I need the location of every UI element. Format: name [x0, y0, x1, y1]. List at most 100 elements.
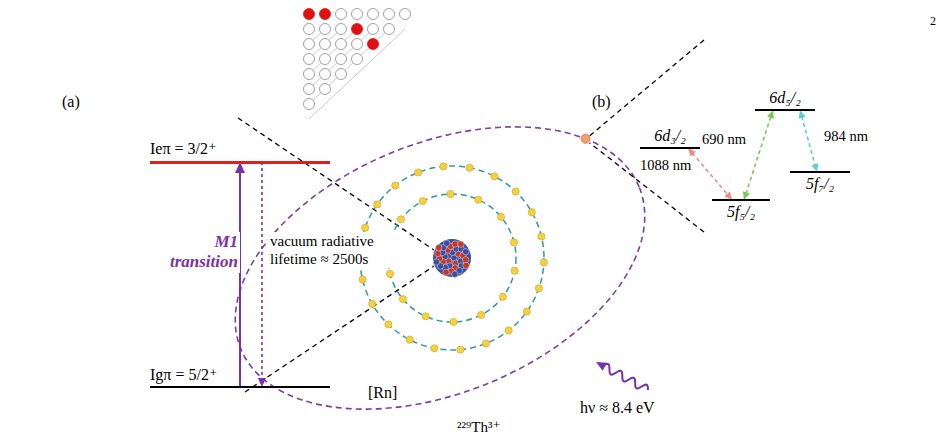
electron [482, 340, 489, 347]
empty-orbital [384, 24, 395, 35]
ion-label: ²²⁹Th³⁺ [455, 418, 502, 436]
empty-orbital [352, 54, 363, 65]
empty-orbital [368, 24, 379, 35]
empty-orbital [304, 39, 315, 50]
arrow-head [258, 378, 266, 387]
transition-label: 984 nm [822, 128, 870, 145]
core-label: [Rn] [366, 383, 399, 402]
electron [419, 197, 426, 204]
transition-arrow [258, 162, 266, 387]
transition-line [802, 116, 816, 166]
valence-orbit [194, 72, 686, 446]
empty-orbital [368, 9, 379, 20]
electron [497, 213, 504, 220]
zoom-and-photon [581, 40, 704, 390]
zoom-line [245, 266, 434, 392]
electron [491, 173, 498, 180]
electron [447, 190, 454, 197]
arrow-head [235, 162, 245, 173]
electron-shell [388, 194, 516, 322]
grid-diagonal [309, 29, 405, 119]
grid-diagonal [309, 29, 357, 74]
valence-electron [581, 134, 590, 143]
empty-orbital [400, 9, 411, 20]
empty-orbital [304, 99, 315, 110]
empty-orbital [320, 84, 331, 95]
occupied-orbital [368, 39, 379, 50]
level-label: 5f₅/₂ [712, 203, 770, 221]
arrow-head [767, 110, 774, 119]
nucleon [444, 240, 450, 246]
electron [406, 336, 413, 343]
transition-arrow [743, 110, 774, 200]
empty-orbital [352, 9, 363, 20]
electron [431, 345, 438, 352]
empty-orbital [304, 84, 315, 95]
empty-orbital [320, 39, 331, 50]
electron [385, 321, 392, 328]
level-label: 5f₇/₂ [790, 175, 850, 193]
level-label: 6d₃/₂ [640, 127, 700, 145]
nucleon [458, 241, 464, 247]
occupied-orbital [352, 24, 363, 35]
empty-orbital [320, 24, 331, 35]
electron [538, 233, 545, 240]
zoom-line [589, 143, 704, 232]
transition-arrow [688, 148, 732, 200]
arrow-head [596, 362, 607, 371]
electron [499, 293, 506, 300]
electron [540, 259, 547, 266]
electron [466, 164, 473, 171]
energy-level: 5f₅/₂ [712, 199, 770, 221]
energy-level: 5f₇/₂ [790, 171, 850, 193]
electron [397, 216, 404, 223]
level-label: 6d₅/₂ [755, 89, 815, 107]
electron [457, 346, 464, 353]
empty-orbital [336, 24, 347, 35]
electron [359, 276, 366, 283]
electron [362, 224, 369, 231]
electron [374, 201, 381, 208]
nucleus [433, 239, 471, 277]
transition-label: 690 nm [700, 131, 748, 148]
electron [392, 182, 399, 189]
empty-orbital [336, 39, 347, 50]
level-label: Ieπ = 3/2⁺ [150, 140, 330, 158]
grid-diagonal [309, 29, 373, 89]
electron [523, 308, 530, 315]
empty-orbital [304, 69, 315, 80]
electron [528, 209, 535, 216]
transition-line [692, 153, 728, 195]
arrow-head [799, 110, 806, 119]
electron [399, 296, 406, 303]
energy-level: Ieπ = 3/2⁺ [150, 140, 330, 163]
zoom-line [588, 40, 704, 137]
panel-label: (b) [592, 92, 611, 111]
electron [450, 318, 457, 325]
electron [505, 327, 512, 334]
panel-label: (a) [62, 92, 80, 111]
nucleon [463, 248, 469, 254]
empty-orbital [320, 69, 331, 80]
electron [510, 239, 517, 246]
grid-diagonal [309, 29, 389, 104]
energy-level: Igπ = 5/2⁺ [150, 366, 330, 388]
electron [422, 313, 429, 320]
empty-orbital [304, 54, 315, 65]
nucleon [452, 241, 458, 247]
nucleon [435, 250, 441, 256]
empty-orbital [336, 9, 347, 20]
nucleon [443, 269, 449, 275]
electron [414, 169, 421, 176]
electron [386, 270, 393, 277]
electron [475, 196, 482, 203]
electron [369, 300, 376, 307]
empty-orbital [384, 9, 395, 20]
transition-arrow [799, 110, 819, 172]
nucleon [452, 271, 458, 277]
transition-arrow [235, 162, 245, 387]
electron [511, 267, 518, 274]
